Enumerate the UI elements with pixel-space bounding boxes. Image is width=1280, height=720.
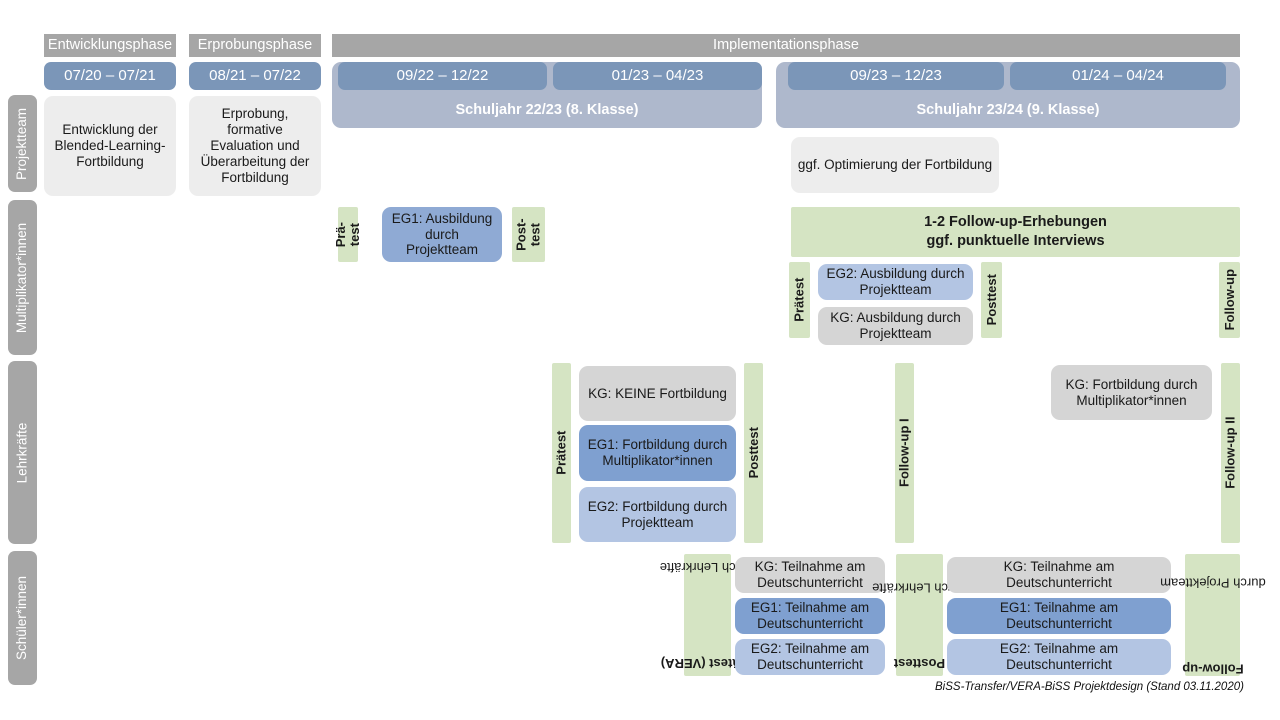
strip-posttest-lehrkraefte-label: Posttest: [745, 427, 761, 479]
strip-followup-label: Follow-up: [1221, 269, 1237, 331]
rail-label-schuelerinnen: Schüler*innen: [14, 575, 30, 661]
card-schueler-eg2: EG2: Teilnahme am Deutschunterricht: [735, 639, 885, 675]
card-multiplikatoren-eg1: EG1: Ausbildung durch Projektteam: [382, 207, 502, 262]
date-chip-0922-1222: 09/22 – 12/22: [338, 62, 547, 90]
strip-praetest-lehrkraefte-label: Prätest: [553, 430, 569, 476]
rail-label-multiplikatorinnen: Multiplikator*innen: [14, 222, 30, 333]
strip-posttest-schueler-main: Posttest: [893, 656, 946, 672]
card-entwicklung-fortbildung: Entwicklung der Blended-Learning-Fortbil…: [44, 96, 176, 196]
date-chip-0821-0722: 08/21 – 07/22: [189, 62, 321, 90]
date-chip-0124-0424: 01/24 – 04/24: [1010, 62, 1226, 90]
date-chip-0923-1223: 09/23 – 12/23: [788, 62, 1004, 90]
rail-label-projektteam: Projektteam: [14, 107, 30, 180]
strip-followup2-label: Follow-up II: [1222, 416, 1238, 490]
phase-bar-implementationsphase: Implementationsphase: [332, 34, 1240, 57]
strip-posttest-multiplikatoren-left: Post- test: [512, 207, 545, 262]
rail-label-lehrkraefte: Lehrkräfte: [14, 422, 30, 483]
strip-praetest-label: Prätest: [791, 277, 807, 323]
strip-praetest-line1: Prä-: [333, 221, 349, 248]
strip-praetest-lehrkraefte: Prätest: [552, 363, 571, 543]
strip-posttest-label: Posttest: [983, 274, 999, 326]
banner-followup-line2: ggf. punktuelle Interviews: [926, 233, 1105, 249]
strip-posttest-line2: test: [527, 222, 543, 247]
card-multiplikatoren-kg: KG: Ausbildung durch Projektteam: [818, 307, 973, 345]
card-schueler-kg-2: KG: Teilnahme am Deutschunterricht: [947, 557, 1171, 593]
card-erprobung-evaluation: Erprobung, formative Evaluation und Über…: [189, 96, 321, 196]
phase-bar-entwicklungsphase: Entwicklungsphase: [44, 34, 176, 57]
card-lehrkraefte-eg2: EG2: Fortbildung durch Projektteam: [579, 487, 736, 542]
strip-posttest-line1: Post-: [513, 218, 529, 251]
footnote-source: BiSS-Transfer/VERA-BiSS Projektdesign (S…: [935, 681, 1244, 693]
strip-followup2-lehrkraefte: Follow-up II: [1221, 363, 1240, 543]
banner-followup-line1: 1-2 Follow-up-Erhebungen: [924, 214, 1107, 231]
strip-followup1-lehrkraefte: Follow-up I: [895, 363, 914, 543]
strip-followup-schueler-sub: durch Projektteam: [1159, 575, 1266, 591]
strip-posttest-multiplikatoren-right: Posttest: [981, 262, 1002, 338]
strip-followup-multiplikatoren: Follow-up: [1219, 262, 1240, 338]
strip-praetest-vera-schueler: Prätest (VERA) durch Lehrkräfte: [660, 554, 755, 676]
date-chip-0720-0721: 07/20 – 07/21: [44, 62, 176, 90]
card-lehrkraefte-kg: KG: KEINE Fortbildung: [579, 366, 736, 421]
rail-schuelerinnen: Schüler*innen: [8, 551, 37, 685]
date-chip-0123-0423: 01/23 – 04/23: [553, 62, 762, 90]
card-lehrkraefte-eg1: EG1: Fortbildung durch Multiplikator*inn…: [579, 425, 736, 481]
strip-followup-schueler: Follow-up durch Projektteam: [1160, 554, 1265, 677]
phase-bar-erprobungsphase: Erprobungsphase: [189, 34, 321, 57]
card-schueler-eg1: EG1: Teilnahme am Deutschunterricht: [735, 598, 885, 634]
rail-projektteam: Projektteam: [8, 95, 37, 192]
rail-lehrkraefte: Lehrkräfte: [8, 361, 37, 544]
strip-followup1-label: Follow-up I: [896, 418, 912, 488]
strip-posttest-schueler: Posttest durch Lehrkräfte: [872, 554, 967, 676]
strip-followup-schueler-main: Follow-up: [1181, 661, 1244, 677]
card-ggf-optimierung: ggf. Optimierung der Fortbildung: [791, 137, 999, 193]
card-schueler-kg: KG: Teilnahme am Deutschunterricht: [735, 557, 885, 593]
banner-followup-erhebungen: 1-2 Follow-up-Erhebungen ggf. punktuelle…: [791, 207, 1240, 257]
strip-praetest-line2: test: [347, 222, 363, 247]
rail-multiplikatorinnen: Multiplikator*innen: [8, 200, 37, 355]
strip-praetest-multiplikatoren-left: Prä- test: [333, 207, 362, 262]
card-schueler-eg1-2: EG1: Teilnahme am Deutschunterricht: [947, 598, 1171, 634]
card-multiplikatoren-eg2: EG2: Ausbildung durch Projektteam: [818, 264, 973, 300]
card-schueler-eg2-2: EG2: Teilnahme am Deutschunterricht: [947, 639, 1171, 675]
card-lehrkraefte-kg-fortbildung: KG: Fortbildung durch Multiplikator*inne…: [1051, 365, 1212, 420]
strip-posttest-lehrkraefte: Posttest: [744, 363, 763, 543]
strip-praetest-multiplikatoren-right: Prätest: [789, 262, 810, 338]
